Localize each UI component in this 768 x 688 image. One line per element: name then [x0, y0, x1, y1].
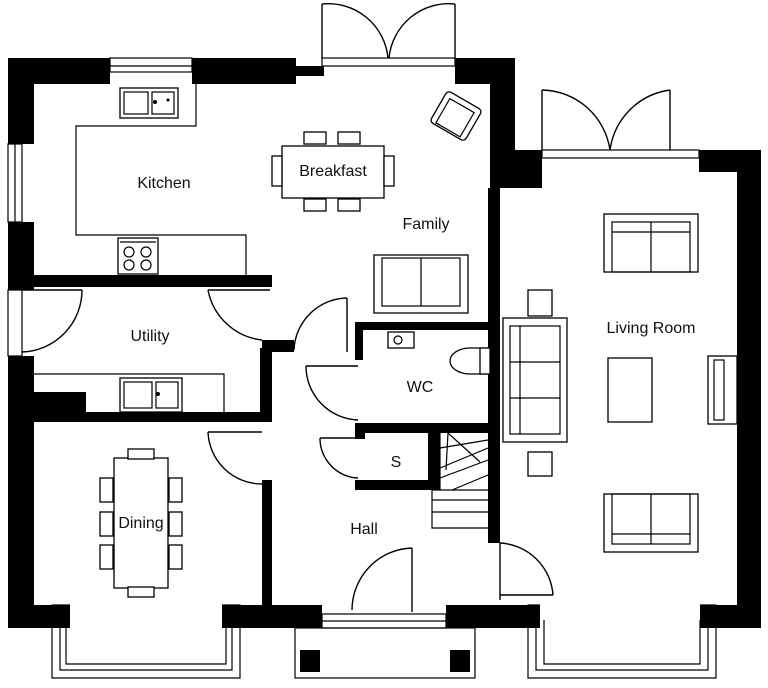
utility-fittings [34, 373, 225, 413]
wc-fittings [387, 331, 491, 375]
armchair [430, 91, 482, 141]
label-store: S [391, 454, 402, 471]
stairs [431, 432, 489, 529]
label-wc: WC [407, 379, 434, 396]
living-furniture [502, 213, 738, 553]
label-dining: Dining [118, 515, 163, 532]
kitchen-fittings [75, 84, 247, 275]
label-family: Family [402, 216, 449, 233]
breakfast-table [271, 131, 395, 212]
label-utility: Utility [130, 328, 169, 345]
dining-table [99, 448, 183, 598]
label-breakfast: Breakfast [299, 163, 367, 180]
walls [8, 58, 761, 672]
room-labels: Kitchen Breakfast Family Utility Living … [118, 163, 695, 538]
doors [21, 2, 700, 612]
label-hall: Hall [350, 521, 378, 538]
label-living-room: Living Room [607, 320, 696, 337]
family-sofa [373, 254, 469, 314]
windows [7, 57, 717, 679]
label-kitchen: Kitchen [137, 175, 190, 192]
